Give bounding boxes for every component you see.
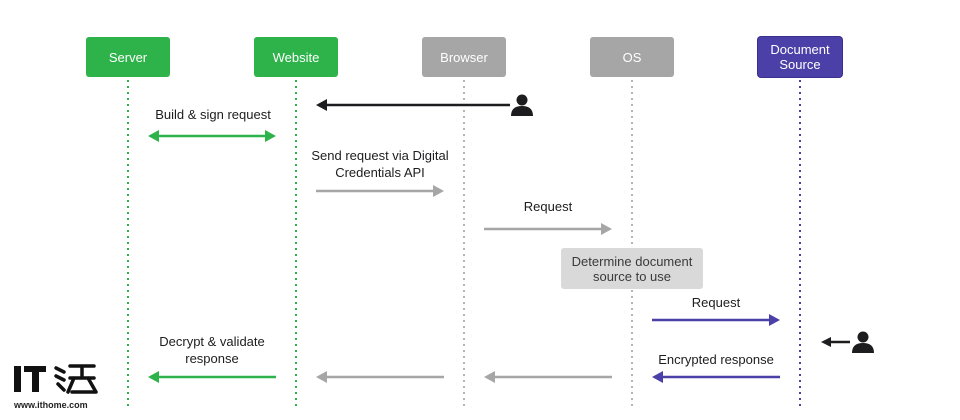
label-send-request: Send request via Digital Credentials API (311, 148, 449, 180)
participant-server: Server (86, 37, 170, 77)
participant-website: Website (254, 37, 338, 77)
label-encrypted-response: Encrypted response (658, 352, 774, 367)
participant-document-source: Document Source (758, 37, 842, 77)
arrow-os-to-browser (484, 371, 612, 383)
arrow-browser-to-website (316, 371, 444, 383)
arrow-build-sign (148, 130, 276, 142)
ithome-logo: www.ithome.com (12, 362, 102, 412)
user-icon (852, 331, 874, 353)
label-request-doc: Request (691, 295, 741, 310)
note-text: Determine document source to use (571, 253, 693, 284)
participant-browser: Browser (422, 37, 506, 77)
arrow-encrypted-response (652, 371, 780, 383)
label-build-sign: Build & sign request (155, 107, 271, 122)
arrow-request-doc (652, 314, 780, 326)
label-request-os: Request (523, 199, 573, 214)
user-icon (511, 94, 533, 116)
arrow-send-request (316, 185, 444, 197)
logo-glyphs (14, 364, 98, 394)
label-decrypt-validate: Decrypt & validate response (159, 334, 265, 366)
arrow-user-to-doc (821, 337, 850, 347)
note-determine-source: Determine document source to use (561, 248, 703, 289)
logo-mark (12, 362, 102, 398)
logo-url: www.ithome.com (14, 400, 88, 410)
participant-os: OS (590, 37, 674, 77)
arrow-user-to-website (316, 99, 510, 111)
arrow-decrypt-validate (148, 371, 276, 383)
arrow-request-os (484, 223, 612, 235)
